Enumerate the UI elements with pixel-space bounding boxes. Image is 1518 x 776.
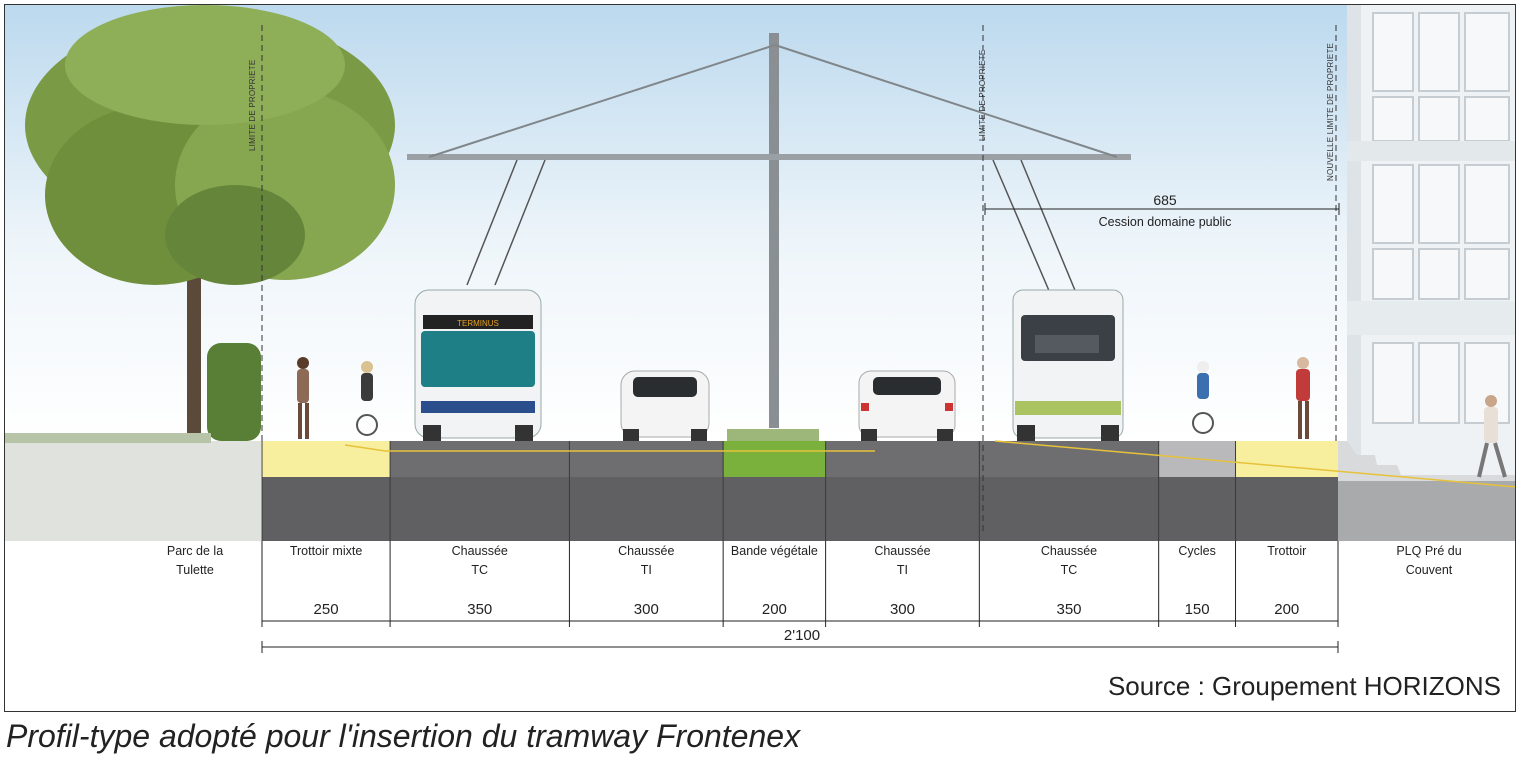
segment-label: Chaussée TI: [618, 544, 675, 577]
segment-width-value: 150: [1184, 601, 1210, 618]
bus-display-text: TERMINUS: [457, 319, 499, 328]
segment-label: Chaussée TC: [1040, 544, 1098, 577]
lane-marking: [994, 440, 1515, 488]
total-width-value: 2'100: [783, 627, 821, 644]
trolley-poles: [466, 159, 1080, 301]
road-surface-1: [262, 441, 391, 477]
segment-label: Cycles: [1178, 544, 1216, 558]
segment-width-value: 300: [889, 601, 915, 618]
road-surface-6: [979, 441, 1159, 477]
park-ground: [5, 441, 261, 541]
figure-frame: TERMINUS: [4, 4, 1516, 712]
tree-illustration: [25, 5, 395, 445]
cession-width-value: 685: [1153, 192, 1177, 208]
cession-label: Cession domaine public: [1098, 215, 1232, 229]
road-surface-5: [825, 441, 980, 477]
road-surface-8: [1235, 441, 1338, 477]
segment-width-value: 300: [633, 601, 659, 618]
cession-dimension-line: [984, 203, 1340, 215]
segment-label: Chaussée TI: [874, 544, 931, 577]
property-limit-middle-label: LIMITE DE PROPRIETE: [978, 49, 987, 141]
catenary-mast: [407, 33, 1131, 428]
bus-rear: [1012, 289, 1124, 441]
property-limit-right-label: NOUVELLE LIMITE DE PROPRIETE: [1326, 42, 1335, 181]
road-surface-2: [390, 441, 570, 477]
building-right: [1347, 5, 1515, 475]
segment-label: Trottoir mixte: [289, 544, 363, 558]
road-surface-3: [569, 441, 724, 477]
street-profile-illustration: TERMINUS: [5, 5, 1515, 653]
segment-width-value: 350: [467, 601, 493, 618]
source-credit: Source : Groupement HORIZONS: [1107, 671, 1501, 701]
pedestrians: [297, 357, 1507, 478]
road-surface-4: [723, 441, 826, 477]
segment-width-value: 200: [761, 601, 787, 618]
car-front: [620, 370, 710, 441]
figure-caption: Profil-type adopté pour l'insertion du t…: [6, 718, 801, 754]
segment-width-value: 350: [1056, 601, 1082, 618]
lane-marking: [344, 444, 875, 452]
segment-label: Chaussée TC: [451, 544, 508, 577]
bus-front: TERMINUS: [414, 289, 542, 441]
hedge-illustration: [207, 343, 261, 441]
segment-label: Trottoir: [1267, 544, 1307, 558]
planter-plants: [727, 429, 819, 441]
segment-width-value: 250: [313, 601, 339, 618]
segment-label: Bande végétale: [730, 544, 818, 558]
property-limit-left-label: LIMITE DE PROPRIETE: [248, 59, 257, 151]
plq-ground: [1337, 441, 1515, 541]
side-label-right: PLQ Pré du Couvent: [1396, 544, 1462, 577]
car-rear: [858, 370, 956, 441]
segment-width-value: 200: [1274, 601, 1300, 618]
side-label-left: Parc de la Tulette: [166, 544, 224, 577]
